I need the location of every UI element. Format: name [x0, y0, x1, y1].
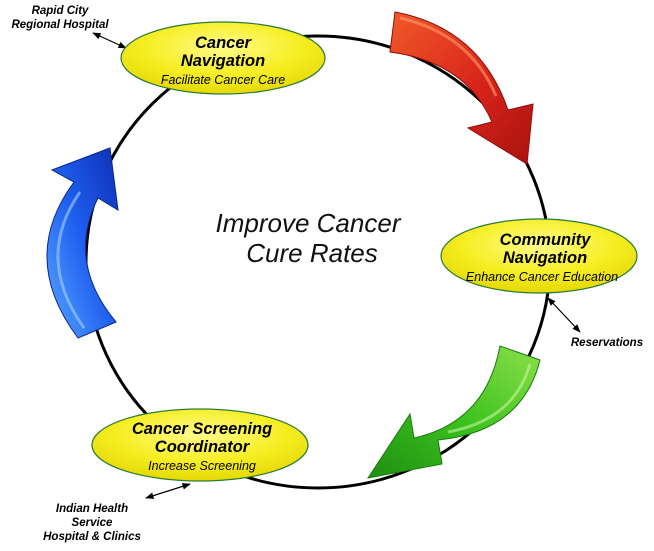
ihs-connector [145, 483, 191, 499]
node-title: Cancer [195, 34, 253, 52]
external-label: Regional Hospital [11, 19, 109, 31]
external-ihs: Indian Health Service Hospital & Clinics [43, 503, 141, 543]
blue-cycle-arrow [46, 147, 119, 339]
red-cycle-arrow [389, 11, 534, 165]
external-reservations: Reservations [571, 337, 643, 349]
node-title: Community [500, 231, 592, 249]
node-subtitle: Increase Screening [148, 459, 256, 473]
node-title: Coordinator [155, 438, 251, 456]
rapid-city-connector [92, 32, 127, 49]
node-title: Navigation [181, 52, 265, 70]
external-label: Hospital & Clinics [43, 531, 141, 543]
node-title: Cancer Screening [132, 420, 272, 438]
external-label: Reservations [571, 337, 643, 349]
center-label-line2: Cure Rates [246, 238, 378, 268]
center-label-line1: Improve Cancer [216, 208, 402, 238]
node-cancer-screening-coordinator: Cancer Screening Coordinator Increase Sc… [91, 408, 309, 482]
node-subtitle: Facilitate Cancer Care [161, 73, 285, 87]
node-cancer-navigation: Cancer Navigation Facilitate Cancer Care [120, 21, 326, 95]
external-label: Service [72, 517, 114, 529]
external-label: Indian Health [56, 503, 128, 515]
reservations-connector [547, 297, 581, 333]
node-subtitle: Enhance Cancer Education [466, 270, 618, 284]
green-cycle-arrow [366, 345, 541, 479]
external-label: Rapid City [32, 5, 89, 17]
node-title: Navigation [503, 249, 587, 267]
node-community-navigation: Community Navigation Enhance Cancer Educ… [440, 218, 638, 294]
external-rapid-city: Rapid City Regional Hospital [11, 5, 109, 31]
